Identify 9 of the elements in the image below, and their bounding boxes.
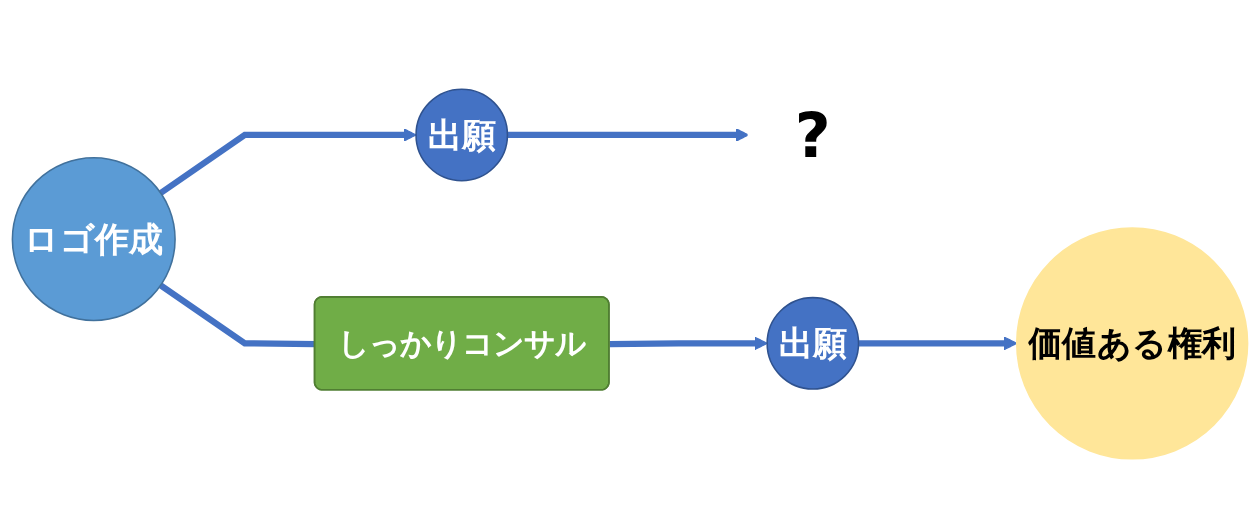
- arrow: [158, 128, 417, 196]
- node-text: ?: [794, 99, 831, 171]
- arrow: [507, 128, 749, 142]
- node-circle: 価値ある権利: [1015, 227, 1249, 460]
- node-circle: ロゴ作成: [11, 157, 176, 322]
- arrow: [609, 336, 768, 351]
- node-circle: 出願: [766, 296, 860, 390]
- connector: [158, 282, 316, 348]
- node-circle: 出願: [415, 88, 509, 182]
